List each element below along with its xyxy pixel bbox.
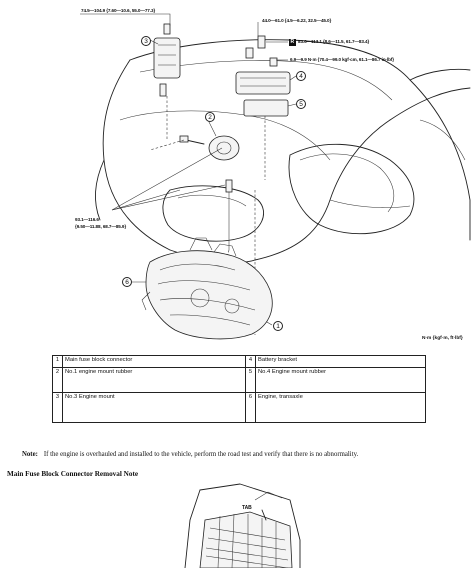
- callout-3: 3: [141, 36, 151, 46]
- legend-num: 1: [52, 355, 63, 368]
- note-label: Note:: [22, 451, 38, 458]
- torque-spec-mount-rubber-line1: 93.1—116.6: [75, 217, 99, 222]
- legend-num: 4: [245, 355, 256, 368]
- callout-5: 5: [296, 99, 306, 109]
- legend-label: No.4 Engine mount rubber: [255, 367, 426, 393]
- legend-row: 3 No.3 Engine mount 6 Engine, transaxle: [52, 392, 426, 423]
- torque-spec-mount-bolt: 74.5—104.9 {7.60—10.6, 55.0—77.3}: [81, 8, 156, 13]
- note-text: If the engine is overhauled and installe…: [43, 451, 359, 458]
- vehicle-body-outline: [94, 39, 471, 263]
- legend-row: 1 Main fuse block connector 4 Battery br…: [52, 355, 426, 368]
- legend-label: Main fuse block connector: [62, 355, 246, 368]
- legend-num: 5: [245, 367, 256, 393]
- torque-units-note: N·m {kgf·m, ft·lbf}: [422, 336, 463, 341]
- tab-label: TAB: [242, 505, 252, 511]
- section-title: Main Fuse Block Connector Removal Note: [7, 470, 139, 478]
- road-test-note: Note: If the engine is overhauled and ins…: [22, 451, 358, 458]
- torque-spec-bracket-nuts: 44.0—61.0 {4.5—6.22, 32.5—45.0}: [262, 18, 332, 23]
- legend-label: No.1 engine mount rubber: [62, 367, 246, 393]
- torque-spec-battery-bracket: 6.9—9.9 N·m {70.4—99.0 kgf·cm, 61.1—86.7…: [290, 57, 394, 62]
- legend-label: No.3 Engine mount: [62, 392, 246, 423]
- callout-2: 2: [205, 112, 215, 122]
- parts-legend-table: 1 Main fuse block connector 4 Battery br…: [52, 355, 426, 423]
- legend-row: 2 No.1 engine mount rubber 5 No.4 Engine…: [52, 367, 426, 393]
- legend-label: Engine, transaxle: [255, 392, 426, 423]
- legend-num: 3: [52, 392, 63, 423]
- engine-mount-parts: [153, 23, 291, 250]
- replace-marker-badge: R: [289, 38, 296, 46]
- engine-transaxle-sketch: [141, 237, 273, 340]
- torque-spec-mount-rubber-line2: {9.50—11.88, 68.7—85.9}: [75, 224, 127, 229]
- legend-label: Battery bracket: [255, 355, 426, 368]
- callout-6: 6: [122, 277, 132, 287]
- callout-4: 4: [296, 71, 306, 81]
- legend-num: 2: [52, 367, 63, 393]
- legend-num: 6: [245, 392, 256, 423]
- fuse-block-sketch: [184, 483, 301, 568]
- leader-lines: [80, 13, 297, 335]
- torque-spec-bracket-bolts: 83.6—113.1 {8.6—11.5, 61.7—83.4}: [298, 39, 370, 44]
- callout-1: 1: [273, 321, 283, 331]
